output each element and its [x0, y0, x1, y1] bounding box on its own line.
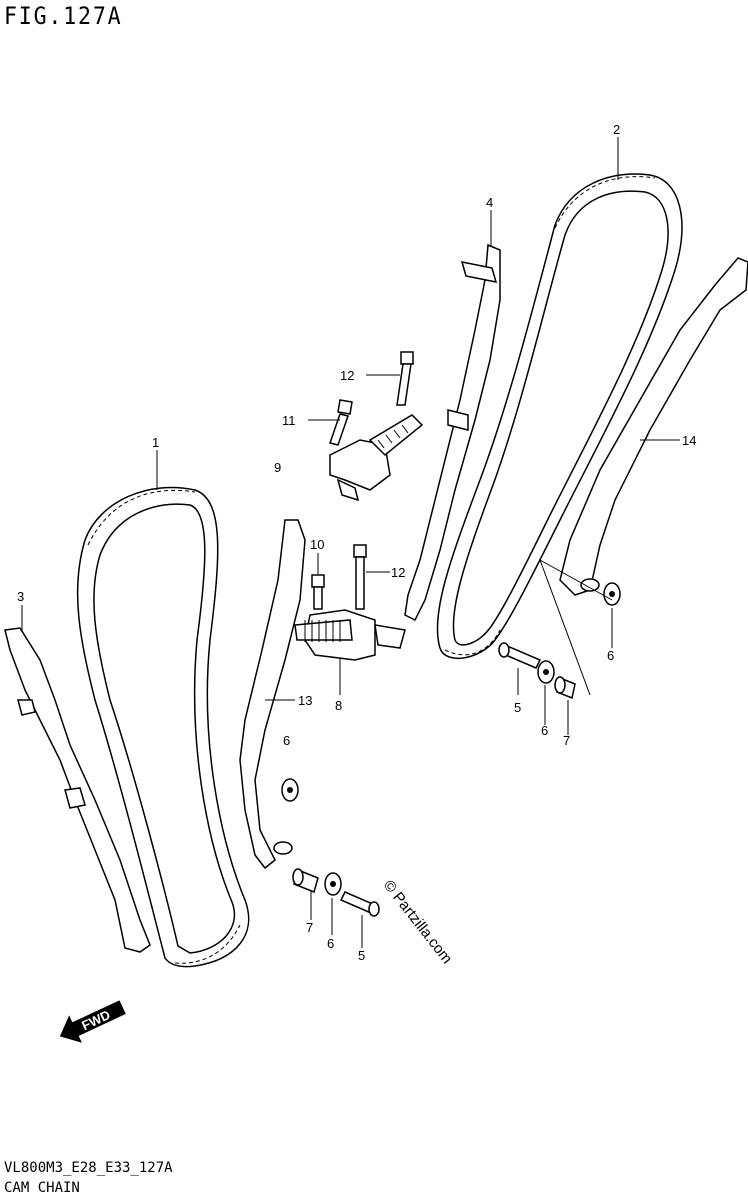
leader-lines — [21, 137, 680, 948]
callout-13: 13 — [298, 693, 312, 708]
callout-8: 8 — [335, 698, 342, 713]
callout-labels: 1 2 3 4 5 5 6 6 6 6 7 7 8 9 10 11 12 12 … — [17, 122, 696, 963]
callout-1: 1 — [152, 435, 159, 450]
callout-14: 14 — [682, 433, 696, 448]
figure-title: FIG.127A — [4, 2, 123, 30]
bolt-5-right — [498, 642, 542, 669]
collar-7-left — [292, 868, 319, 894]
callout-6-left: 6 — [327, 936, 334, 951]
bolt-10 — [311, 574, 325, 610]
bolt-5-left — [339, 891, 380, 917]
washer-6-right-b — [603, 582, 621, 606]
callout-7-right: 7 — [563, 733, 570, 748]
tensioner-blade-left — [239, 519, 306, 870]
chain-guide-left — [4, 627, 151, 953]
tensioner-adjuster-lower — [294, 609, 406, 661]
section-caption: CAM CHAIN — [4, 1180, 80, 1196]
cam-chain-left — [76, 486, 250, 968]
bolt-12-lower — [353, 544, 367, 610]
fwd-arrow-icon: FWD — [59, 1000, 126, 1043]
bolt-12-upper — [396, 351, 414, 406]
tensioner-blade-right — [559, 257, 748, 596]
callout-4: 4 — [486, 195, 493, 210]
fwd-label: FWD — [79, 1007, 112, 1033]
callout-12-upper: 12 — [340, 368, 354, 383]
chain-guide-rear — [404, 243, 501, 622]
callout-10: 10 — [310, 537, 324, 552]
bolt-11 — [329, 399, 353, 446]
collar-7-right — [554, 676, 576, 700]
callout-12-lower: 12 — [391, 565, 405, 580]
washer-6-left-a — [281, 778, 299, 802]
cam-chain-right — [436, 173, 683, 659]
callout-11: 11 — [282, 413, 296, 428]
model-code: VL800M3_E28_E33_127A — [4, 1160, 173, 1176]
callout-7-left: 7 — [306, 920, 313, 935]
tensioner-adjuster-upper — [329, 414, 424, 502]
callout-6-right-b: 6 — [607, 648, 614, 663]
washer-6-right-a — [537, 660, 555, 684]
callout-5-left: 5 — [358, 948, 365, 963]
callout-2: 2 — [613, 122, 620, 137]
callout-6-center: 6 — [283, 733, 290, 748]
callout-3: 3 — [17, 589, 24, 604]
washer-6-left-b — [324, 872, 342, 896]
callout-9: 9 — [274, 460, 281, 475]
callout-6-right-a: 6 — [541, 723, 548, 738]
callout-5-right: 5 — [514, 700, 521, 715]
watermark: © Partzilla.com — [380, 877, 456, 967]
